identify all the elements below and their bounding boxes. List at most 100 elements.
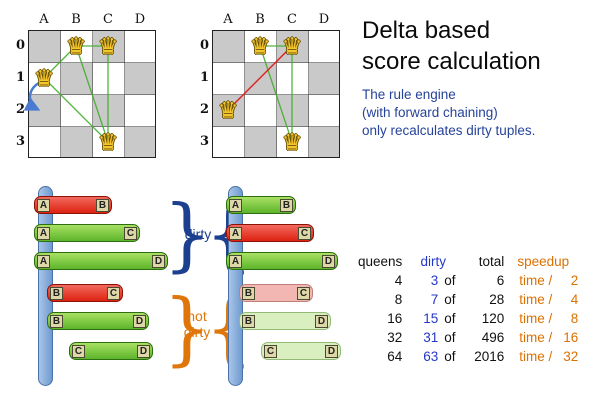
queen-c0: ♛ (281, 32, 303, 59)
queen-b0: ♛ (65, 32, 87, 59)
tuple-cell-d: D (325, 344, 338, 358)
tuple-cell-a: A (37, 226, 50, 240)
tuple-a-c: A C (226, 224, 314, 242)
tuple-cell-a: A (37, 254, 50, 268)
tuple-cell-c: C (297, 286, 310, 300)
tuple-cell-a: A (229, 198, 242, 212)
tuple-a-b: A B (34, 196, 112, 214)
not-dirty-label: not dirty (180, 308, 214, 340)
row-label-3: 3 (15, 134, 26, 149)
tuple-cell-b: B (96, 198, 109, 212)
subtitle: The rule engine (with forward chaining) … (362, 86, 598, 139)
column-label-d: D (318, 12, 330, 27)
tuple-stack-before: A B A C A D B C B D C D (30, 186, 210, 391)
column-label-c: C (103, 12, 113, 27)
speedup-label: time / (519, 273, 553, 288)
not-dirty-label-line-2: dirty (183, 324, 211, 341)
dirty-label: dirty (184, 226, 212, 242)
tuple-cell-c: C (264, 344, 277, 358)
of-word: of (444, 330, 456, 345)
col-header-queens: queens (358, 254, 403, 269)
chessboard-before: A B C D 0 1 2 3 ♛ ♛ ♛ ♛ (14, 12, 166, 164)
table-header-row: queens dirty total speedup (356, 252, 580, 271)
total-value: 496 (481, 330, 505, 345)
title-block: Delta based score calculation The rule e… (362, 16, 598, 140)
tuple-b-d: B D (239, 312, 331, 330)
tuple-b-c: B C (47, 284, 123, 302)
tuple-cell-d: D (322, 254, 335, 268)
queens-value: 8 (394, 292, 403, 307)
dirty-brace-left: } (163, 186, 212, 281)
dirty-value: 31 (423, 330, 439, 345)
speedup-table: queens dirty total speedup 4 3 of 6 time… (356, 252, 580, 366)
not-dirty-label-line-1: not (187, 308, 207, 324)
row-label-1: 1 (15, 70, 26, 85)
dirty-value: 63 (423, 349, 439, 364)
tuple-cell-c: C (124, 226, 137, 240)
of-word: of (444, 292, 456, 307)
table-row: 64 63 of 2016 time / 32 (356, 347, 580, 366)
column-label-d: D (134, 12, 146, 27)
tuple-cell-a: A (37, 198, 50, 212)
subtitle-line-3: only recalculates dirty tuples. (362, 123, 536, 139)
tuple-c-d: C D (69, 342, 153, 360)
tuple-cell-b: B (242, 314, 255, 328)
speedup-value: 32 (563, 349, 579, 364)
table-row: 8 7 of 28 time / 4 (356, 290, 580, 309)
table-row: 16 15 of 120 time / 8 (356, 309, 580, 328)
row-label-0: 0 (15, 38, 26, 53)
tuple-a-d: A D (34, 252, 168, 270)
not-dirty-brace-left: } (163, 280, 212, 375)
column-label-b: B (255, 12, 265, 27)
of-word: of (444, 273, 456, 288)
column-label-a: A (39, 12, 49, 27)
tuple-cell-d: D (133, 314, 146, 328)
dirty-value: 3 (430, 273, 439, 288)
col-header-speedup: speedup (517, 254, 570, 269)
tuple-b-d: B D (47, 312, 149, 330)
tuple-cell-c: C (298, 226, 311, 240)
row-label-0: 0 (199, 38, 210, 53)
subtitle-line-2: (with forward chaining) (362, 105, 498, 121)
total-value: 28 (489, 292, 505, 307)
dirty-value: 15 (423, 311, 439, 326)
tuple-cell-a: A (229, 254, 242, 268)
tuple-cell-d: D (152, 254, 165, 268)
speedup-label: time / (519, 292, 553, 307)
tuple-a-c: A C (34, 224, 140, 242)
column-label-a: A (223, 12, 233, 27)
tuple-cell-d: D (137, 344, 150, 358)
table-row: 32 31 of 496 time / 16 (356, 328, 580, 347)
queens-value: 4 (394, 273, 403, 288)
tuple-stack-after: A B A C A D B C B D C D (224, 186, 404, 391)
total-value: 120 (481, 311, 505, 326)
page-title-line-1: Delta based (362, 17, 491, 44)
queen-b0: ♛ (249, 32, 271, 59)
tuple-b-c: B C (239, 284, 313, 302)
row-label-2: 2 (15, 102, 26, 117)
speedup-label: time / (519, 330, 553, 345)
column-label-c: C (287, 12, 297, 27)
row-label-1: 1 (199, 70, 210, 85)
queens-value: 32 (387, 330, 403, 345)
row-label-2: 2 (199, 102, 210, 117)
speedup-value: 8 (570, 311, 579, 326)
speedup-value: 16 (563, 330, 579, 345)
tuple-cell-d: D (315, 314, 328, 328)
tuple-a-b: A B (226, 196, 296, 214)
chessboard-after: A B C D 0 1 2 3 ♛ ♛ ♛ ♛ (198, 12, 350, 164)
tuple-a-d: A D (226, 252, 338, 270)
subtitle-line-1: The rule engine (362, 87, 456, 103)
queens-value: 64 (387, 349, 403, 364)
speedup-value: 2 (570, 273, 579, 288)
speedup-label: time / (519, 311, 553, 326)
speedup-label: time / (519, 349, 553, 364)
of-word: of (444, 349, 456, 364)
total-value: 2016 (474, 349, 505, 364)
dirty-value: 7 (430, 292, 439, 307)
row-label-3: 3 (199, 134, 210, 149)
column-label-b: B (71, 12, 81, 27)
of-word: of (444, 311, 456, 326)
queen-a1: ♛ (33, 64, 55, 91)
